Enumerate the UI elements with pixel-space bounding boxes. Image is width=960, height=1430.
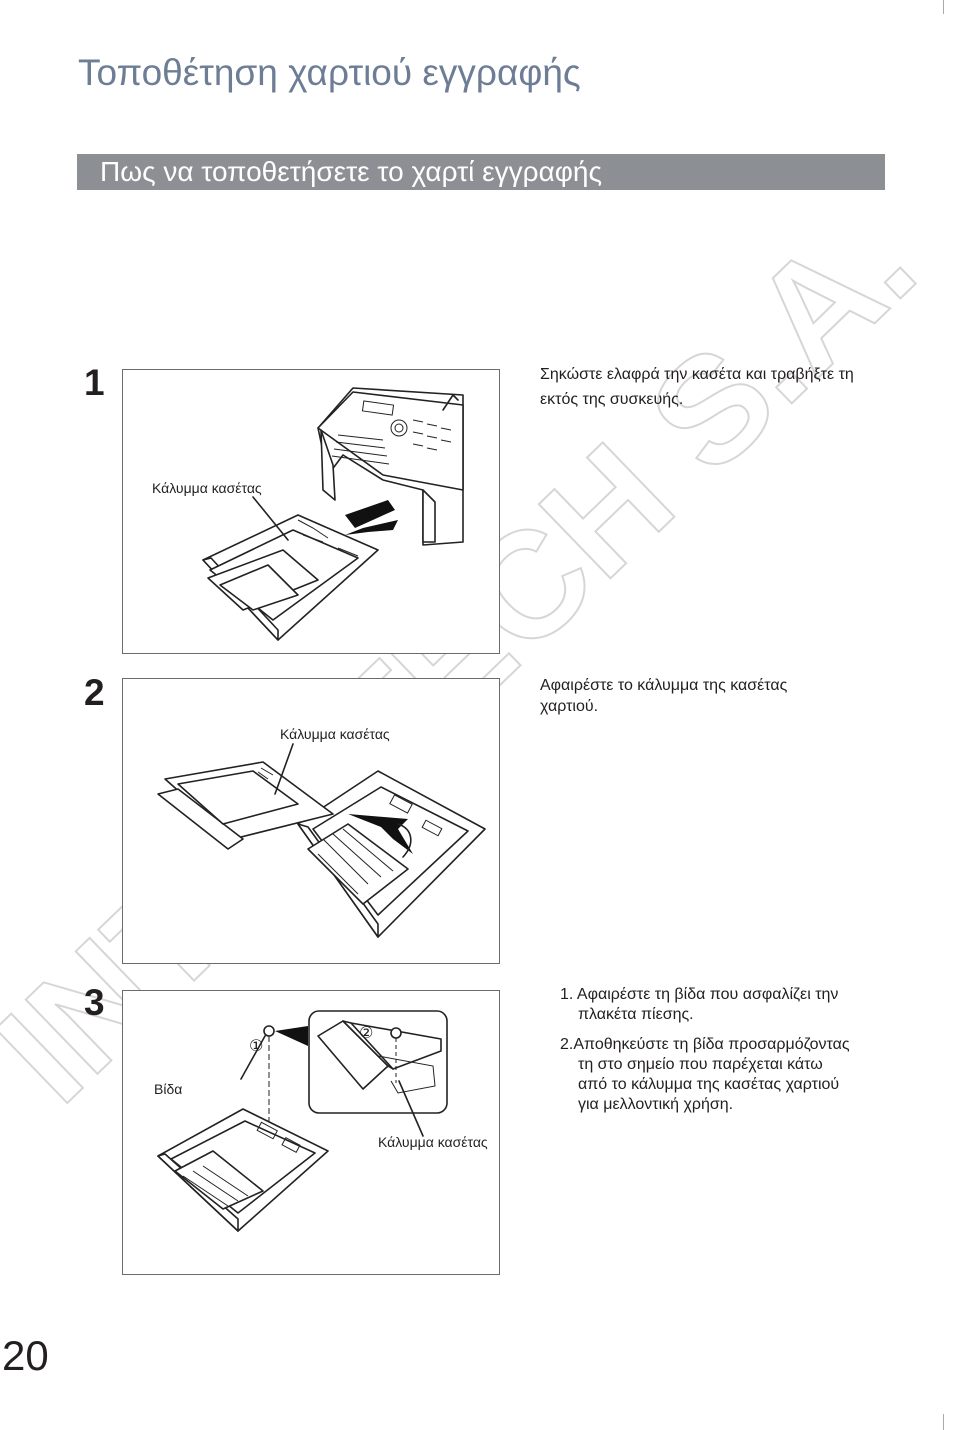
step-1-instructions: Σηκώστε ελαφρά την κασέτα και τραβήξτε τ… <box>540 364 854 410</box>
step-2-line-1: Αφαιρέστε το κάλυμμα της κασέτας <box>540 677 788 694</box>
crop-mark-bottom <box>943 1414 944 1430</box>
step-3-item-2-line-1: 2.Αποθηκεύστε τη βίδα προσαρμόζοντας <box>560 1036 850 1053</box>
page-number: 20 <box>2 1332 49 1379</box>
step-1-line-2: εκτός της συσκευής. <box>540 391 684 408</box>
page-title: Τοποθέτηση χαρτιού εγγραφής <box>78 52 581 93</box>
step-3-callout-screw: Βίδα <box>154 1081 183 1097</box>
step-3-item-2-line-3: από το κάλυμμα της κασέτας χαρτιού <box>578 1076 840 1093</box>
marker-2: ② <box>359 1023 373 1042</box>
step-number-1: 1 <box>84 362 105 403</box>
step-number-2: 2 <box>84 672 105 713</box>
marker-1: ① <box>249 1036 263 1055</box>
step-3-item-2-line-2: τη στο σημείο που παρέχεται κάτω <box>578 1056 823 1073</box>
step-3-item-1-line-2: πλακέτα πίεσης. <box>578 1006 694 1023</box>
step-2-line-2: χαρτιού. <box>540 698 599 715</box>
step-2-illustration <box>122 678 500 964</box>
step-3-callout-cassette-cover: Κάλυμμα κασέτας <box>378 1134 488 1150</box>
step-number-3: 3 <box>84 982 105 1023</box>
section-header-bar: Πως να τοποθετήσετε το χαρτί εγγραφής <box>77 154 885 190</box>
step-1-callout-cassette-cover: Κάλυμμα κασέτας <box>152 480 262 496</box>
section-title: Πως να τοποθετήσετε το χαρτί εγγραφής <box>100 156 602 187</box>
cassette-cover-removal-drawing <box>157 743 486 938</box>
fax-cassette-removal-drawing <box>202 387 464 641</box>
step-2-callout-cassette-cover: Κάλυμμα κασέτας <box>280 726 390 742</box>
step-3-item-1-line-1: 1. Αφαιρέστε τη βίδα που ασφαλίζει την <box>560 986 839 1003</box>
screw-storage-drawing: ① ② <box>157 1010 448 1232</box>
crop-mark-top <box>943 0 944 14</box>
step-3-item-2-line-4: για μελλοντική χρήση. <box>578 1096 734 1113</box>
step-3-instructions: 1. Αφαιρέστε τη βίδα που ασφαλίζει την π… <box>560 985 850 1115</box>
step-2-instructions: Αφαιρέστε το κάλυμμα της κασέτας χαρτιού… <box>540 675 787 717</box>
step-1-illustration <box>122 369 500 654</box>
step-1-line-1: Σηκώστε ελαφρά την κασέτα και τραβήξτε τ… <box>540 366 854 383</box>
step-3-illustration: ① ② <box>122 990 500 1275</box>
